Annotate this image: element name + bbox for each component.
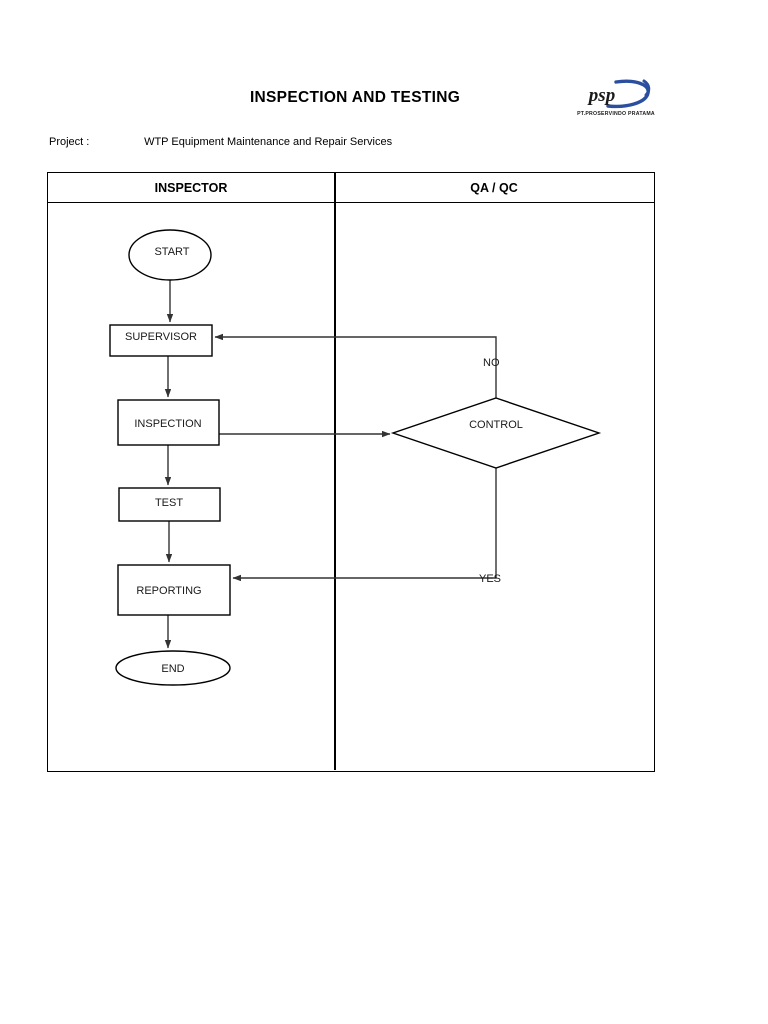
swimlane-table: INSPECTOR QA / QC [47, 172, 655, 772]
project-value: WTP Equipment Maintenance and Repair Ser… [144, 136, 393, 148]
company-logo: psp PT.PROSERVINDO PRATAMA [560, 78, 672, 124]
project-label: Project : [49, 136, 90, 148]
swimlane-header-row: INSPECTOR QA / QC [48, 173, 654, 203]
page-title: INSPECTION AND TESTING [249, 89, 461, 106]
svg-text:psp: psp [587, 85, 615, 106]
swimlane-header-qaqc: QA / QC [470, 181, 518, 195]
swimlane-header-inspector: INSPECTOR [154, 181, 228, 195]
logo-mark-icon: psp [587, 79, 651, 109]
swimlane-divider [334, 173, 336, 770]
project-row: Project : WTP Equipment Maintenance and … [49, 136, 392, 148]
logo-caption: PT.PROSERVINDO PRATAMA [577, 111, 655, 117]
